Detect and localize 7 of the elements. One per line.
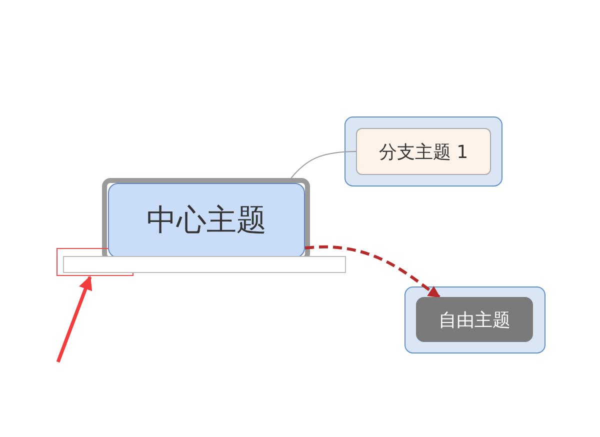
- central-topic: 中心主题: [108, 183, 305, 258]
- floating-topic: 自由主题: [416, 297, 533, 342]
- input-field: [63, 256, 346, 273]
- arrow: [56, 276, 92, 363]
- arrow: [304, 245, 440, 298]
- branch-topic: 分支主题 1: [356, 128, 491, 175]
- connector-line: [290, 151, 356, 178]
